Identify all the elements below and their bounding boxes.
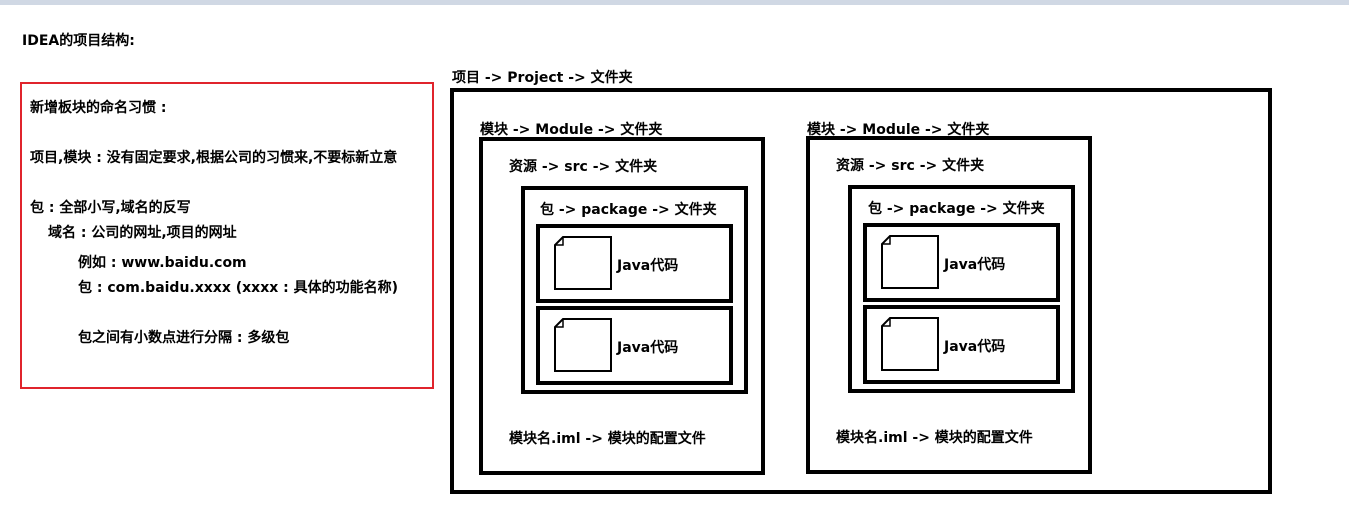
module-1-file-2-label: Java代码 — [617, 340, 679, 356]
module-2-package-label: 包 -> package -> 文件夹 — [868, 201, 1045, 217]
module-1-package-label: 包 -> package -> 文件夹 — [540, 202, 717, 218]
rules-domain: 域名 : 公司的网址,项目的网址 — [48, 225, 237, 241]
rules-heading: 新增板块的命名习惯 : — [30, 100, 167, 116]
rules-separator-note: 包之间有小数点进行分隔 : 多级包 — [78, 330, 290, 346]
module-2-label: 模块 -> Module -> 文件夹 — [807, 122, 990, 138]
file-icon — [881, 235, 939, 289]
rules-project-module: 项目,模块 : 没有固定要求,根据公司的习惯来,不要标新立意 — [30, 150, 398, 166]
rules-example: 例如 : www.baidu.com — [78, 255, 247, 271]
naming-rules-box — [20, 82, 434, 389]
page-title: IDEA的项目结构: — [22, 33, 135, 49]
file-icon — [881, 317, 939, 371]
module-1-iml-label: 模块名.iml -> 模块的配置文件 — [509, 431, 706, 447]
file-icon — [554, 318, 612, 372]
module-2-iml-label: 模块名.iml -> 模块的配置文件 — [836, 430, 1033, 446]
project-label: 项目 -> Project -> 文件夹 — [452, 70, 633, 86]
module-2-file-2-label: Java代码 — [944, 339, 1006, 355]
module-2-file-1-label: Java代码 — [944, 257, 1006, 273]
module-1-src-label: 资源 -> src -> 文件夹 — [509, 159, 658, 175]
file-icon — [554, 236, 612, 290]
rules-package: 包 : 全部小写,域名的反写 — [30, 200, 191, 216]
module-1-file-1-label: Java代码 — [617, 258, 679, 274]
top-strip — [0, 0, 1349, 5]
module-1-label: 模块 -> Module -> 文件夹 — [480, 122, 663, 138]
module-2-src-label: 资源 -> src -> 文件夹 — [836, 158, 985, 174]
rules-package-example: 包 : com.baidu.xxxx (xxxx : 具体的功能名称) — [78, 280, 399, 296]
